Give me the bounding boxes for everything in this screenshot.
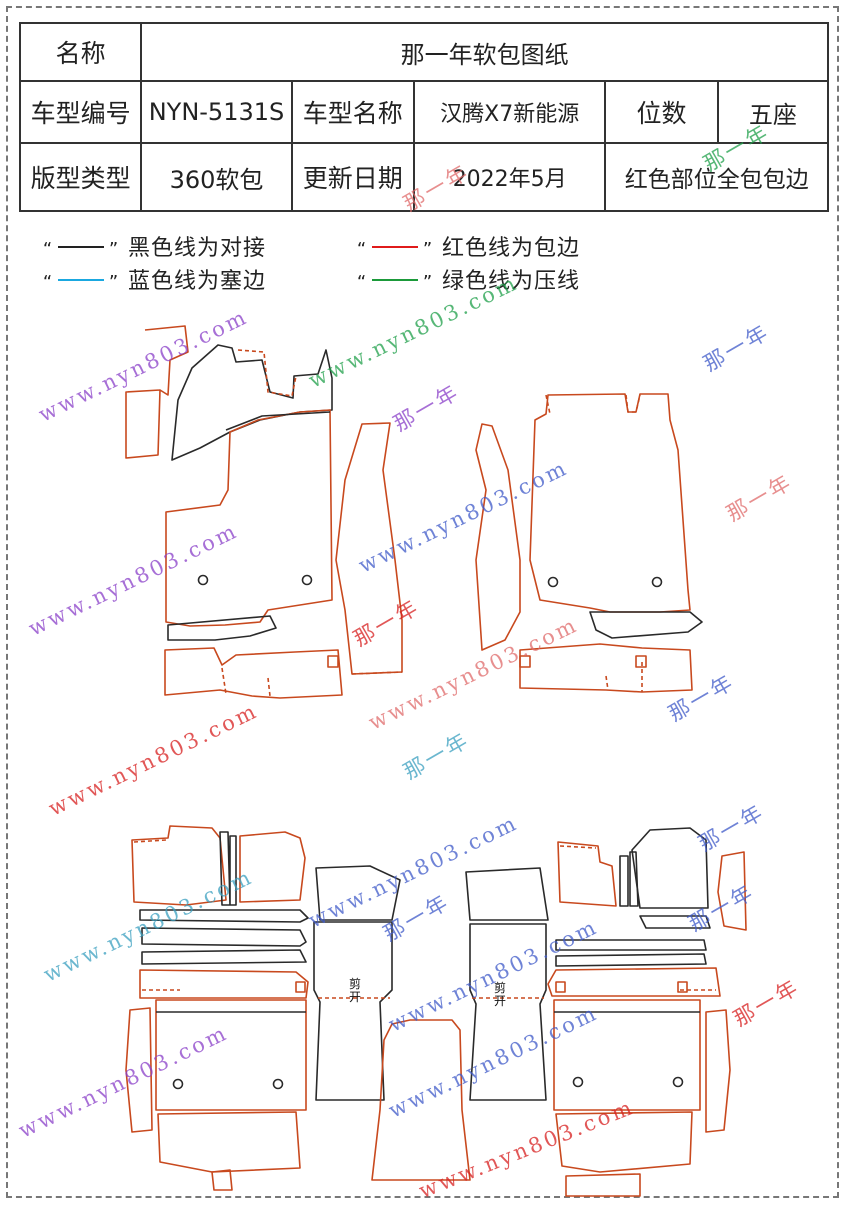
type-value: 360软包 xyxy=(140,142,293,212)
name-value: 那一年软包图纸 xyxy=(140,22,829,82)
rear-right-center-mat xyxy=(469,923,547,1101)
model-name-value: 汉腾X7新能源 xyxy=(412,80,607,144)
rear-right-strip-2 xyxy=(555,953,707,967)
rear-left-side-piece xyxy=(125,1007,153,1133)
rear-right-top-dashed xyxy=(559,845,597,849)
legend-blue-swatch xyxy=(58,279,104,281)
rear-left-top-dashed xyxy=(133,839,167,843)
front-left-mat-pattern xyxy=(125,325,403,699)
seats-label: 位数 xyxy=(604,80,719,144)
rear-right-narrow-strips xyxy=(619,851,639,907)
front-right-lower-piece xyxy=(519,643,693,693)
front-right-mat-pattern xyxy=(475,393,703,693)
front-right-hole-1 xyxy=(547,576,559,588)
rear-right-strip-1 xyxy=(639,915,711,929)
front-right-hole-2 xyxy=(651,576,663,588)
legend-red-text: 红色线为包边 xyxy=(442,236,581,261)
seats-value: 五座 xyxy=(716,80,830,144)
legend-black-text: 黑色线为对接 xyxy=(128,236,267,261)
rear-right-bar-piece xyxy=(547,967,721,997)
front-left-main-mat xyxy=(165,409,333,627)
rear-right-hole-1 xyxy=(572,1076,584,1088)
rear-right-side-piece xyxy=(705,1009,731,1133)
rear-right-pattern xyxy=(465,827,747,1197)
legend-green: “” 绿色线为压线 xyxy=(356,269,581,294)
rear-right-hole-2 xyxy=(672,1076,684,1088)
cut-label-right: 剪开 xyxy=(493,981,506,1008)
date-value: 2022年5月 xyxy=(412,142,607,212)
front-left-lower-dashed xyxy=(221,667,271,697)
dashed-page-border xyxy=(6,6,839,1198)
rear-left-center-mat xyxy=(313,921,393,1101)
front-right-main-mat xyxy=(529,393,691,613)
rear-left-bar-tab xyxy=(295,981,306,993)
front-right-tab-2 xyxy=(635,655,647,668)
front-left-tunnel-flap xyxy=(171,344,333,461)
note-value: 红色部位全包包边 xyxy=(604,142,829,212)
rear-left-strip-3 xyxy=(141,949,307,965)
legend-blue-text: 蓝色线为塞边 xyxy=(128,269,267,294)
front-left-hole-2 xyxy=(301,574,313,586)
rear-left-bottom-tab xyxy=(211,1169,233,1191)
rear-right-strip-3 xyxy=(555,939,707,951)
rear-right-bottom-piece xyxy=(555,1111,693,1173)
front-right-lower-dashed xyxy=(605,662,643,692)
cut-label-left: 剪开 xyxy=(348,977,361,1004)
rear-right-bar-tab-1 xyxy=(555,981,566,993)
front-left-rail xyxy=(167,615,277,641)
front-left-upper-piece xyxy=(125,325,189,459)
front-left-hole-1 xyxy=(197,574,209,586)
rear-left-strip-1 xyxy=(139,909,309,923)
front-left-side-strip-dash xyxy=(351,671,403,675)
front-left-top-dashed xyxy=(237,349,297,397)
front-right-rail xyxy=(589,611,703,639)
rear-left-top-right xyxy=(239,831,306,903)
front-right-top-dashed xyxy=(545,394,641,415)
rear-left-hole-2 xyxy=(272,1078,284,1090)
front-left-lower-piece xyxy=(164,647,343,699)
rear-left-pattern xyxy=(125,825,401,1191)
legend-black: “” 黑色线为对接 xyxy=(42,236,267,261)
name-label: 名称 xyxy=(18,22,143,82)
legend-green-swatch xyxy=(372,279,418,281)
rear-right-main-mat xyxy=(553,999,701,1111)
rear-left-strip-2 xyxy=(141,927,307,947)
rear-right-top-piece xyxy=(557,841,617,907)
center-tunnel-piece xyxy=(371,1019,471,1181)
rear-right-center-strip xyxy=(465,867,549,921)
legend-black-swatch xyxy=(58,246,104,248)
legend-red-swatch xyxy=(372,246,418,248)
info-table: 名称 那一年软包图纸 车型编号 NYN-5131S 车型名称 汉腾X7新能源 位… xyxy=(18,22,830,212)
front-left-tab xyxy=(327,655,339,668)
rear-left-narrow-strips xyxy=(219,831,237,906)
rear-right-upper-block xyxy=(631,827,709,909)
date-label: 更新日期 xyxy=(290,142,415,212)
rear-right-side-flap xyxy=(717,851,747,931)
rear-left-hole-1 xyxy=(172,1078,184,1090)
rear-right-bottom-tab xyxy=(565,1173,641,1197)
rear-left-main-mat xyxy=(155,999,307,1111)
model-code-value: NYN-5131S xyxy=(140,80,293,144)
model-code-label: 车型编号 xyxy=(18,80,143,144)
legend-red: “” 红色线为包边 xyxy=(356,236,581,261)
front-right-side-strip xyxy=(475,423,521,651)
rear-left-center-strip xyxy=(315,865,401,921)
rear-left-bottom-piece xyxy=(157,1111,301,1173)
legend-green-text: 绿色线为压线 xyxy=(442,269,581,294)
front-left-mat-inner-join xyxy=(225,411,331,431)
type-label: 版型类型 xyxy=(18,142,143,212)
rear-left-bar-piece xyxy=(139,969,309,999)
legend-blue: “” 蓝色线为塞边 xyxy=(42,269,267,294)
model-name-label: 车型名称 xyxy=(290,80,415,144)
front-right-tab-1 xyxy=(519,655,531,668)
rear-right-bar-tab-2 xyxy=(677,981,688,993)
